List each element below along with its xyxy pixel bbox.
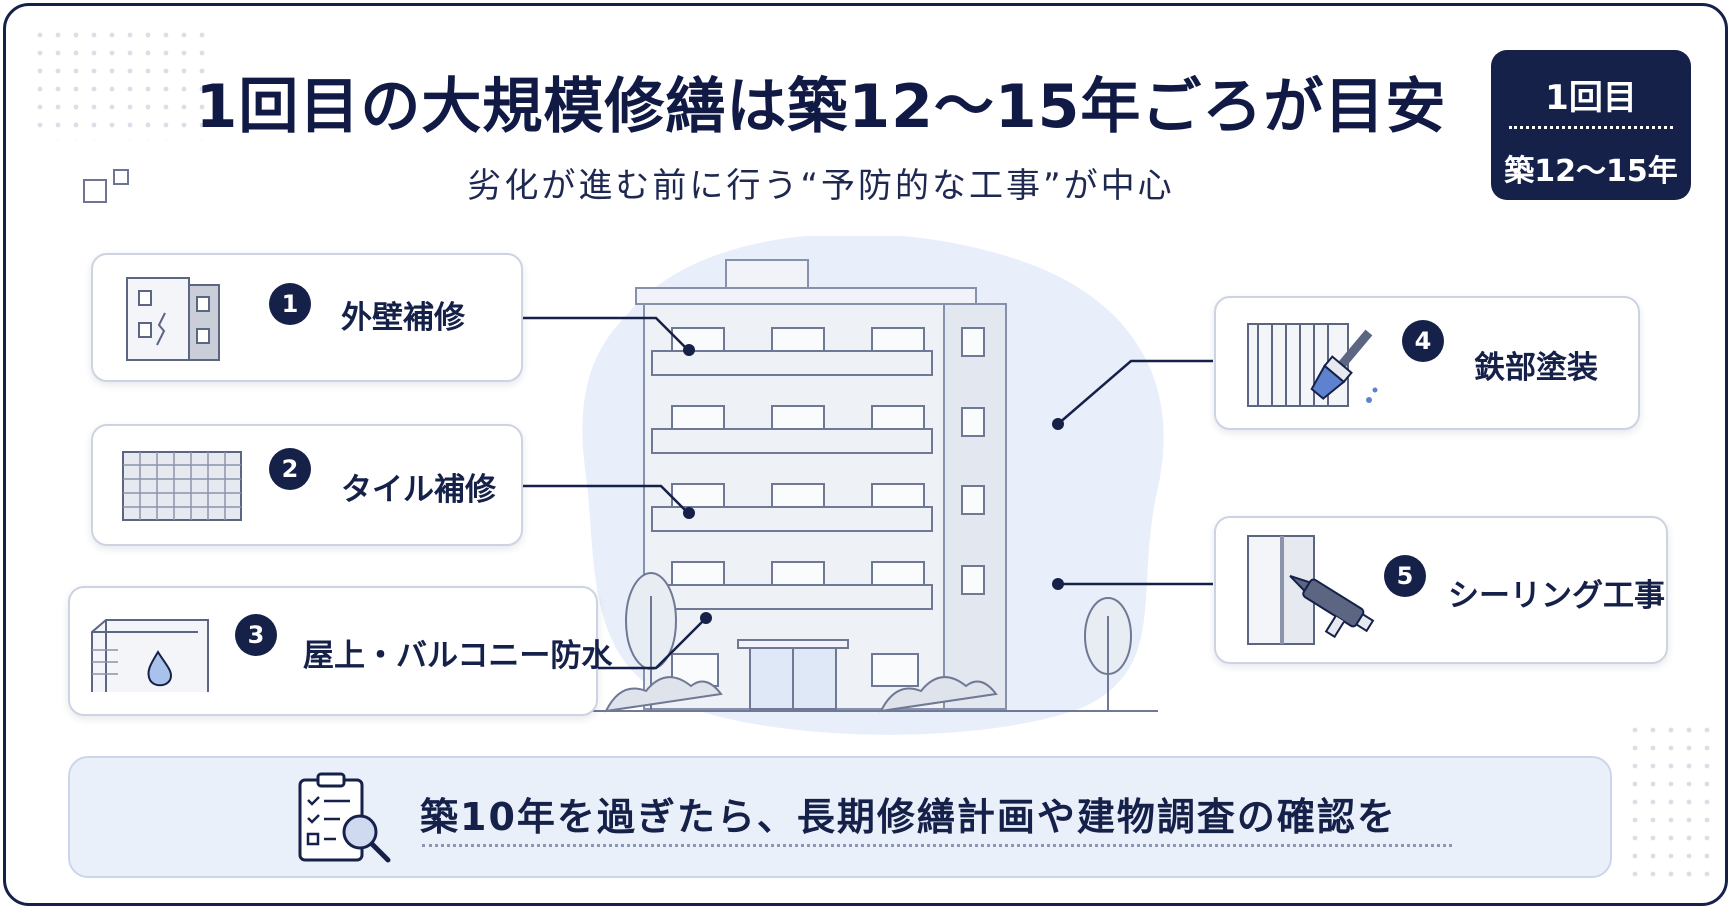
waterproofing-drop-icon [91, 619, 209, 692]
item-number-badge: 2 [269, 448, 311, 490]
decorative-dot-grid [36, 31, 216, 141]
item-number-badge: 3 [235, 614, 277, 656]
caulking-gun-icon [1247, 535, 1375, 645]
item-label: タイル補修 [341, 472, 496, 508]
item-label: 鉄部塗装 [1474, 350, 1598, 386]
apartment-building-illustration [566, 236, 1164, 735]
paint-brush-railing-icon [1247, 323, 1378, 407]
infographic-frame: 1回目の大規模修繕は築12〜15年ごろが目安 劣化が進む前に行う“予防的な工事”… [3, 3, 1728, 906]
item-label: シーリング工事 [1448, 578, 1665, 614]
advice-banner: 築10年を過ぎたら、長期修繕計画や建物調査の確認を [68, 756, 1612, 878]
badge-round-label: 1回目 [1545, 78, 1637, 118]
item-label: 外壁補修 [341, 300, 465, 336]
tile-grid-icon [122, 451, 242, 521]
repair-item-card-1: 1 外壁補修 [91, 253, 523, 382]
advice-dotted-underline [422, 844, 1452, 847]
connector-lines [521, 316, 1213, 670]
item-label: 屋上・バルコニー防水 [303, 638, 613, 674]
item-number-badge: 4 [1402, 320, 1444, 362]
badge-age-label: 築12〜15年 [1504, 154, 1678, 189]
repair-item-card-5: 5 シーリング工事 [1214, 516, 1668, 664]
decorative-squares [83, 169, 129, 203]
page-title: 1回目の大規模修繕は築12〜15年ごろが目安 [195, 72, 1447, 142]
repair-item-card-2: 2 タイル補修 [91, 424, 523, 546]
repair-item-card-3: 3 屋上・バルコニー防水 [68, 586, 612, 716]
repair-item-card-4: 4 鉄部塗装 [1214, 296, 1640, 430]
clipboard-magnifier-icon [298, 772, 391, 863]
advice-text: 築10年を過ぎたら、長期修繕計画や建物調査の確認を [420, 795, 1397, 839]
item-number-badge: 1 [269, 283, 311, 325]
badge-divider [1509, 126, 1673, 129]
decorative-dot-grid-right [1631, 726, 1711, 886]
timing-badge: 1回目 築12〜15年 [1491, 50, 1691, 200]
item-number-badge: 5 [1384, 555, 1426, 597]
cracked-wall-building-icon [126, 277, 220, 361]
page-subtitle: 劣化が進む前に行う“予防的な工事”が中心 [467, 166, 1175, 206]
